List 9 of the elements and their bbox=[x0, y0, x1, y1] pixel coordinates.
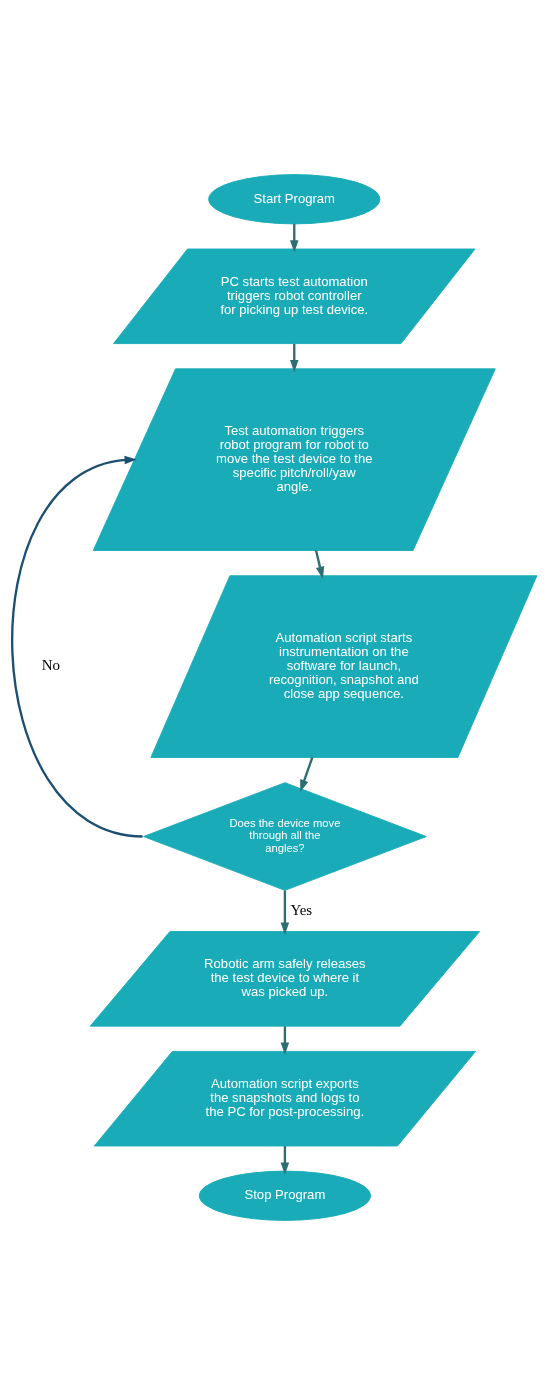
node-ellipse: Stop Program bbox=[198, 1170, 371, 1221]
edge-label: Yes bbox=[290, 901, 313, 918]
edge-label: No bbox=[41, 656, 60, 673]
arrow bbox=[11, 455, 143, 838]
node-ellipse: Start Program bbox=[208, 173, 381, 224]
arrow bbox=[280, 890, 290, 935]
arrow bbox=[314, 549, 325, 579]
arrow bbox=[300, 756, 314, 792]
node-diamond: Does the device move through all the angles? bbox=[143, 781, 427, 891]
